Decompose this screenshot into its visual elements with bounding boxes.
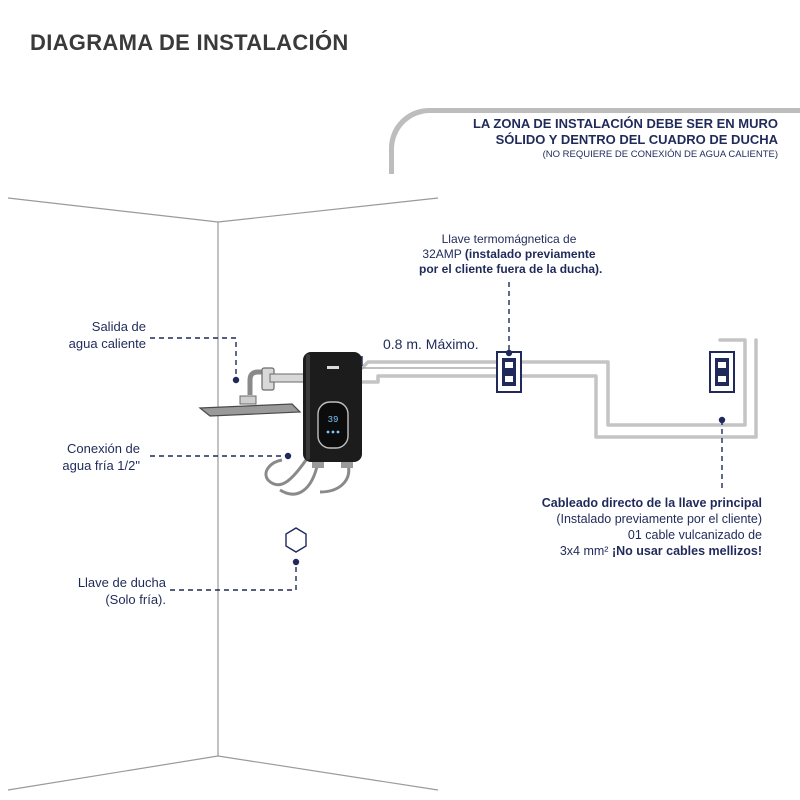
- cold-water-hose: [264, 458, 308, 487]
- banner-line-2: SÓLIDO Y DENTRO DEL CUADRO DE DUCHA: [495, 132, 778, 147]
- dot-wiring: [718, 416, 726, 424]
- leader-dots: [232, 349, 726, 566]
- label-wiring-line-1: Cableado directo de la llave principal: [541, 496, 762, 510]
- banner-inner: [394, 113, 800, 174]
- hot-water-pipe: [269, 373, 305, 383]
- dot-breaker: [505, 349, 513, 357]
- banner-line-3: (NO REQUIERE DE CONEXIÓN DE AGUA CALIENT…: [542, 149, 778, 160]
- breaker-2-terminal-bottom: [718, 376, 726, 382]
- label-breaker-note-1: (instalado previamente: [464, 247, 596, 261]
- label-max-distance: 0.8 m. Máximo.: [383, 336, 479, 352]
- shower-valve-icon: [285, 527, 307, 553]
- label-wiring-line-3: 01 cable vulcanizado de: [627, 528, 762, 542]
- label-hot-water-line-2: agua caliente: [68, 336, 146, 351]
- dot-hot-water: [232, 376, 240, 384]
- heater-brand-logo: [327, 366, 339, 369]
- breaker-switch-2: [709, 351, 735, 393]
- right-wall-top-edge: [217, 197, 439, 223]
- label-breaker-amp: 32AMP: [422, 247, 465, 261]
- installation-zone-banner: LA ZONA DE INSTALACIÓN DEBE SER EN MURO …: [389, 108, 800, 174]
- shower-head-icon: [198, 403, 302, 417]
- heater-button-2: [331, 430, 335, 434]
- leader-lines: [150, 282, 723, 591]
- heater-temperature-readout: 39: [328, 415, 339, 425]
- label-shower-valve-line-1: Llave de ducha: [77, 575, 166, 590]
- label-cold-water-connection: Conexión de agua fría 1/2": [62, 440, 140, 474]
- breaker-switch-1: [496, 351, 522, 393]
- cable-bottom: [360, 338, 758, 439]
- dot-cold-water: [284, 452, 292, 460]
- right-wall-bottom-edge: [217, 755, 439, 791]
- heater-fitting-left: [312, 462, 324, 468]
- shower-head-edge: [291, 403, 301, 413]
- page-title: DIAGRAMA DE INSTALACIÓN: [30, 30, 349, 55]
- label-cold-water-line-1: Conexión de: [67, 441, 140, 456]
- power-cable: [360, 338, 758, 439]
- label-cold-water-line-2: agua fría 1/2": [62, 458, 140, 473]
- label-shower-valve-line-2: (Solo fría).: [105, 592, 166, 607]
- left-wall-top-edge: [7, 197, 219, 223]
- heater-button-1: [326, 430, 330, 434]
- label-breaker-line-1: Llave termomágnetica de: [441, 232, 577, 246]
- label-wiring: Cableado directo de la llave principal (…: [542, 495, 762, 559]
- label-breaker: Llave termomágnetica de 32AMP (instalado…: [419, 232, 603, 277]
- label-hot-water-outlet: Salida de agua caliente: [69, 318, 146, 352]
- shower-arm-pipe: [247, 369, 268, 395]
- cable-top: [360, 338, 747, 427]
- breaker-1-terminal-bottom: [505, 376, 513, 382]
- label-wiring-spec: 3x4 mm²: [559, 544, 612, 558]
- banner-line-1: LA ZONA DE INSTALACIÓN DEBE SER EN MURO: [472, 116, 778, 131]
- leader-hot-water: [150, 337, 237, 378]
- heater-fitting-right: [341, 462, 353, 468]
- shower-valve: [285, 527, 307, 553]
- label-shower-valve: Llave de ducha (Solo fría).: [78, 574, 166, 608]
- shower-walls: [7, 197, 439, 791]
- heater-highlight: [306, 354, 310, 460]
- label-wiring-line-4: 3x4 mm² ¡No usar cables mellizos!: [542, 543, 762, 559]
- label-hot-water-line-1: Salida de: [91, 319, 146, 334]
- heater-button-3: [336, 430, 340, 434]
- breaker-1-terminal-top: [505, 362, 513, 368]
- breaker-2-terminal-top: [718, 362, 726, 368]
- cold-water-hose-2: [279, 461, 320, 496]
- outlet-hose: [319, 463, 351, 494]
- label-breaker-line-2: 32AMP (instalado previamente: [419, 247, 599, 262]
- label-wiring-warning: ¡No usar cables mellizos!: [611, 544, 762, 558]
- label-breaker-note-2: por el cliente fuera de la ducha).: [419, 262, 603, 276]
- shower-neck: [239, 395, 257, 405]
- label-wiring-line-2: (Instalado previamente por el cliente): [556, 512, 762, 526]
- leader-shower-valve: [170, 562, 297, 591]
- banner-text: LA ZONA DE INSTALACIÓN DEBE SER EN MURO …: [473, 116, 778, 161]
- dot-shower-valve: [292, 558, 300, 566]
- water-heater: 39: [303, 352, 362, 468]
- left-wall-bottom-edge: [7, 755, 219, 791]
- heater-display-panel: [317, 401, 349, 449]
